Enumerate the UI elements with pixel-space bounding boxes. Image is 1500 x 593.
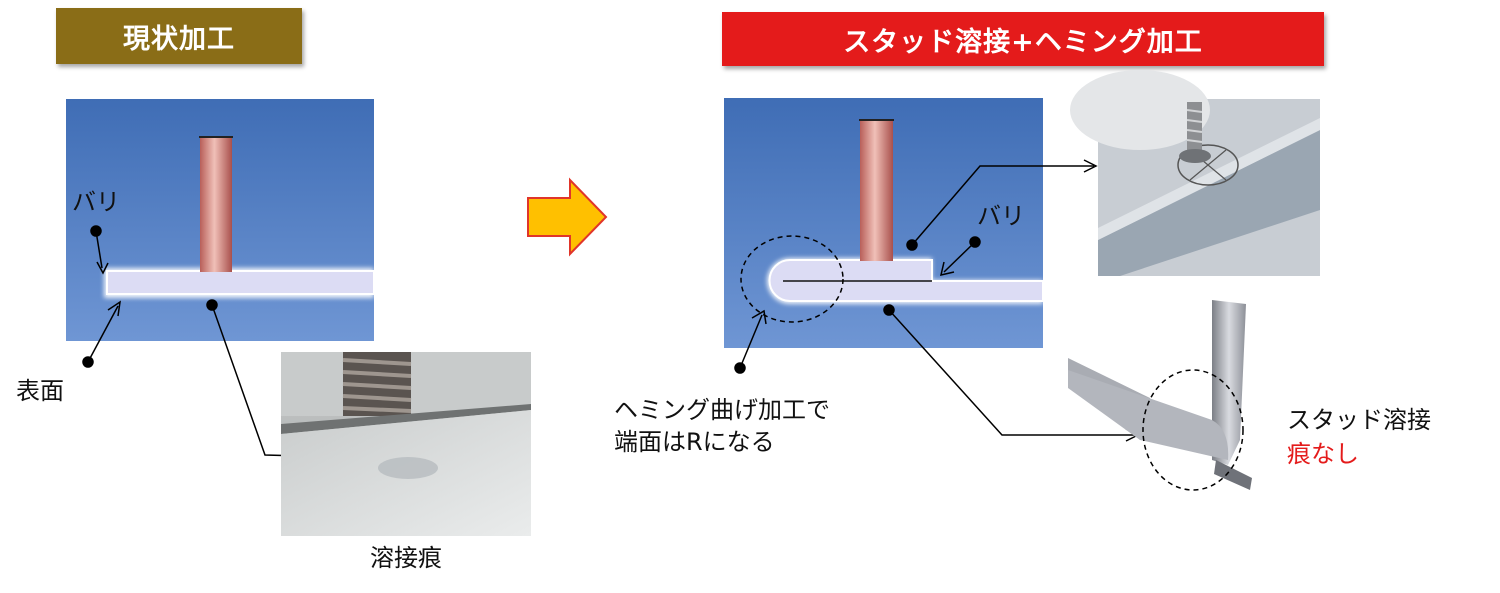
right-annotations bbox=[734, 159, 1140, 442]
weld-mark-caption: 溶接痕 bbox=[370, 544, 442, 572]
hemming-label-line2: 端面はRになる bbox=[614, 428, 775, 456]
stud-leader bbox=[911, 165, 1094, 246]
left-plate bbox=[106, 270, 375, 295]
stud-photo-rail bbox=[1098, 130, 1320, 276]
right-diagram bbox=[724, 98, 1044, 348]
weld-photo-plate-edge bbox=[281, 404, 531, 434]
hem-arrowhead bbox=[751, 309, 767, 325]
right-burr-arrowhead bbox=[939, 261, 955, 277]
weld-leader bbox=[888, 309, 1136, 436]
stud-arrowhead bbox=[1083, 159, 1098, 173]
right-burr-leader bbox=[943, 241, 976, 273]
left-stud-rod bbox=[200, 137, 232, 272]
right-burr-label: バリ bbox=[977, 202, 1025, 230]
weld-mark-photo bbox=[281, 352, 531, 536]
hemmed-bracket-photo bbox=[1068, 300, 1252, 491]
weld-photo-thread bbox=[342, 352, 412, 416]
stud-photo-base bbox=[1179, 149, 1211, 163]
weld-photo-mark bbox=[378, 457, 438, 479]
stud-photo-mark-circle bbox=[1177, 144, 1239, 186]
stud-weld-label: スタッド溶接 bbox=[1287, 406, 1431, 434]
left-burr-label: バリ bbox=[72, 188, 120, 216]
hem-dashed-circle bbox=[740, 235, 844, 323]
stud-weld-photo bbox=[1070, 70, 1320, 276]
stud-hemming-title: スタッド溶接+ヘミング加工 bbox=[843, 26, 1203, 58]
no-mark-label: 痕なし bbox=[1287, 440, 1359, 468]
hem-leader bbox=[739, 314, 763, 369]
right-stud-rod bbox=[860, 120, 893, 261]
surface-label: 表面 bbox=[16, 377, 64, 405]
bracket-bend bbox=[1068, 370, 1229, 460]
surface-leader bbox=[87, 305, 119, 363]
current-process-title: 現状加工 bbox=[123, 23, 235, 55]
burr-leader bbox=[95, 230, 103, 269]
hemming-label-line1: ヘミング曲げ加工で bbox=[614, 396, 830, 424]
left-diagram bbox=[66, 99, 375, 341]
current-process-banner: 現状加工 bbox=[56, 8, 302, 64]
bracket-dashed-circle bbox=[1142, 369, 1244, 491]
bracket-vertical bbox=[1212, 300, 1246, 465]
stud-hemming-banner: スタッド溶接+ヘミング加工 bbox=[722, 12, 1324, 66]
bracket-foot bbox=[1214, 460, 1252, 490]
stud-photo-highlight bbox=[1070, 70, 1210, 150]
right-arrow-icon bbox=[527, 177, 608, 257]
stud-photo-rail-edge bbox=[1098, 118, 1320, 240]
surface-arrowhead bbox=[107, 300, 121, 317]
burr-arrowhead bbox=[96, 261, 109, 275]
